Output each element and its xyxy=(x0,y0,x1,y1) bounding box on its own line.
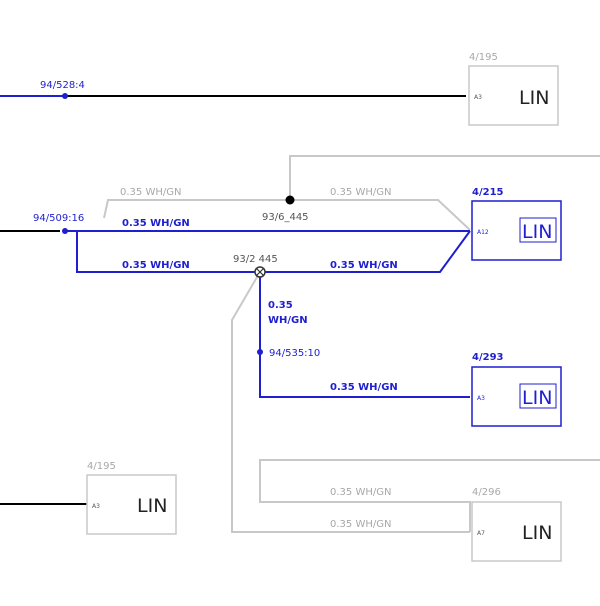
wire-label-branch-l1: 0.35 xyxy=(268,300,293,311)
connector-lin-293[interactable]: A3 LIN xyxy=(471,366,562,427)
connector-ref-lower-left: 4/195 xyxy=(87,461,116,472)
connector-name: LIN xyxy=(519,87,549,109)
connector-name: LIN xyxy=(137,495,167,517)
splice-dot-94-535 xyxy=(257,349,263,355)
connector-lin-215[interactable]: A12 LIN xyxy=(471,200,562,261)
wire-label-blue-1: 0.35 WH/GN xyxy=(122,218,190,229)
connector-ref-296: 4/296 xyxy=(472,487,501,498)
connector-name: LIN xyxy=(522,387,552,409)
wire-top xyxy=(0,93,466,99)
connector-pin-label: A3 xyxy=(92,503,100,510)
connector-lin-296[interactable]: A7 LIN xyxy=(471,501,562,562)
connector-pin-label: A7 xyxy=(477,530,485,537)
wire-label-gray-4: 0.35 WH/GN xyxy=(330,519,391,530)
connector-lin-lower-left[interactable]: A3 LIN xyxy=(86,474,177,535)
wire-label-gray-1: 0.35 WH/GN xyxy=(120,187,181,198)
wire-label-branch-l2: WH/GN xyxy=(268,315,308,326)
connector-ref-293: 4/293 xyxy=(472,352,504,363)
connector-pin-label: A12 xyxy=(477,229,489,236)
connector-pin-label: A3 xyxy=(474,94,482,101)
wire-left-black xyxy=(0,228,68,234)
connector-lin-top[interactable]: A3 LIN xyxy=(468,65,559,126)
wire-gray-lower xyxy=(231,271,600,533)
splice-label-93-2: 93/2 445 xyxy=(233,254,278,265)
splice-label-left: 94/509:16 xyxy=(33,213,84,224)
wire-label-blue-4: 0.35 WH/GN xyxy=(330,382,398,393)
wire-label-gray-2: 0.35 WH/GN xyxy=(330,187,391,198)
splice-label-93-6: 93/6_445 xyxy=(262,212,309,223)
wire-label-blue-2: 0.35 WH/GN xyxy=(122,260,190,271)
splice-symbol-93-2 xyxy=(254,266,266,278)
connector-ref-top: 4/195 xyxy=(469,52,498,63)
wire-label-blue-3: 0.35 WH/GN xyxy=(330,260,398,271)
wire-gray-upper xyxy=(103,155,600,231)
splice-dot-top xyxy=(62,93,68,99)
splice-dot-93-6 xyxy=(285,195,295,205)
connector-name: LIN xyxy=(522,522,552,544)
splice-label-top: 94/528:4 xyxy=(40,80,85,91)
connector-ref-215: 4/215 xyxy=(472,187,504,198)
wire-label-gray-3: 0.35 WH/GN xyxy=(330,487,391,498)
connector-pin-label: A3 xyxy=(477,395,485,402)
connector-name: LIN xyxy=(522,221,552,243)
splice-label-94-535: 94/535:10 xyxy=(269,348,320,359)
